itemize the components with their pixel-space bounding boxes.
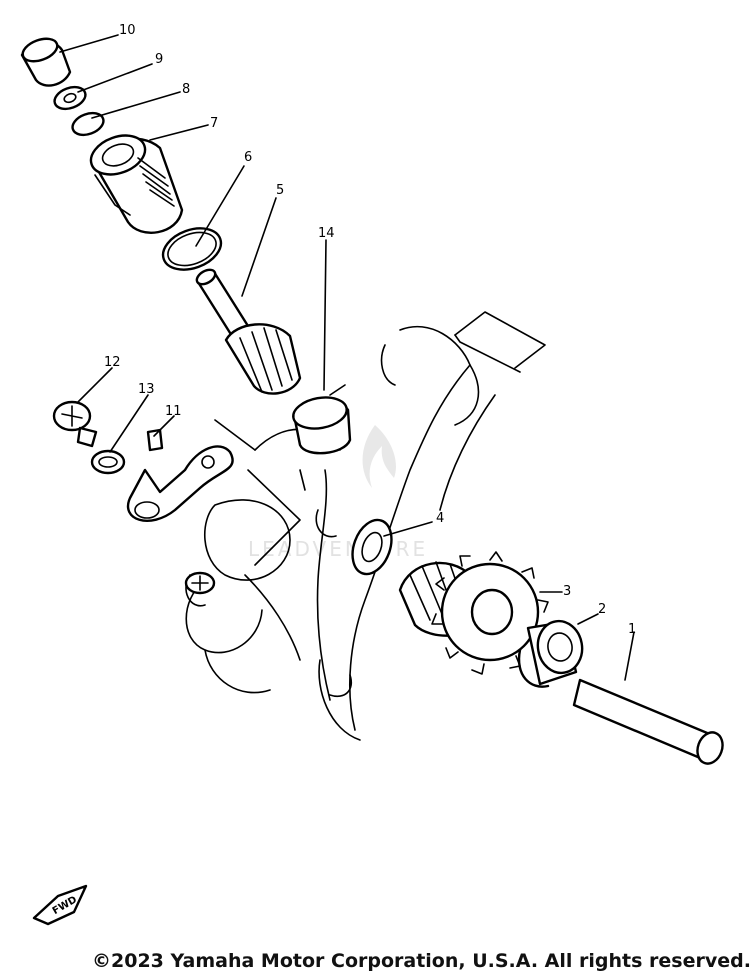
fwd-arrow: FWD — [32, 884, 88, 926]
callout-13: 13 — [138, 382, 155, 397]
part-9-washer — [53, 85, 87, 111]
callout-9: 9 — [155, 52, 163, 67]
part-3-drive-gear — [398, 551, 549, 675]
part-11-stopper-plate — [126, 428, 234, 522]
part-14-bushing — [292, 396, 352, 455]
callout-11: 11 — [165, 404, 182, 419]
part-2-collar — [517, 619, 584, 688]
watermark: LEADVENTURE — [248, 425, 428, 561]
part-6-o-ring — [161, 227, 223, 271]
callout-10: 10 — [119, 23, 136, 38]
callout-6: 6 — [244, 150, 252, 165]
copyright-notice: ©2023 Yamaha Motor Corporation, U.S.A. A… — [92, 950, 750, 972]
callout-12: 12 — [104, 355, 121, 370]
callout-4: 4 — [436, 511, 444, 526]
callout-2: 2 — [598, 602, 606, 617]
callout-1: 1 — [628, 622, 636, 637]
callout-14: 14 — [318, 226, 335, 241]
part-13-washer — [90, 449, 126, 475]
part-12-screw — [52, 400, 98, 448]
part-10-cap — [20, 37, 72, 87]
callout-8: 8 — [182, 82, 190, 97]
part-1-shaft — [572, 678, 724, 765]
case-bolt — [184, 571, 216, 595]
leader-lines — [59, 34, 635, 681]
part-4-washer — [351, 518, 393, 576]
callout-5: 5 — [276, 183, 284, 198]
part-7-sleeve — [89, 134, 184, 234]
part-8-o-ring — [71, 111, 105, 137]
callout-3: 3 — [563, 584, 571, 599]
watermark-text: LEADVENTURE — [248, 537, 428, 561]
callout-7: 7 — [210, 116, 218, 131]
part-5-driven-gear-shaft — [195, 268, 302, 395]
callout-labels: 1 2 3 4 5 6 7 8 9 10 11 12 13 14 — [104, 23, 636, 637]
